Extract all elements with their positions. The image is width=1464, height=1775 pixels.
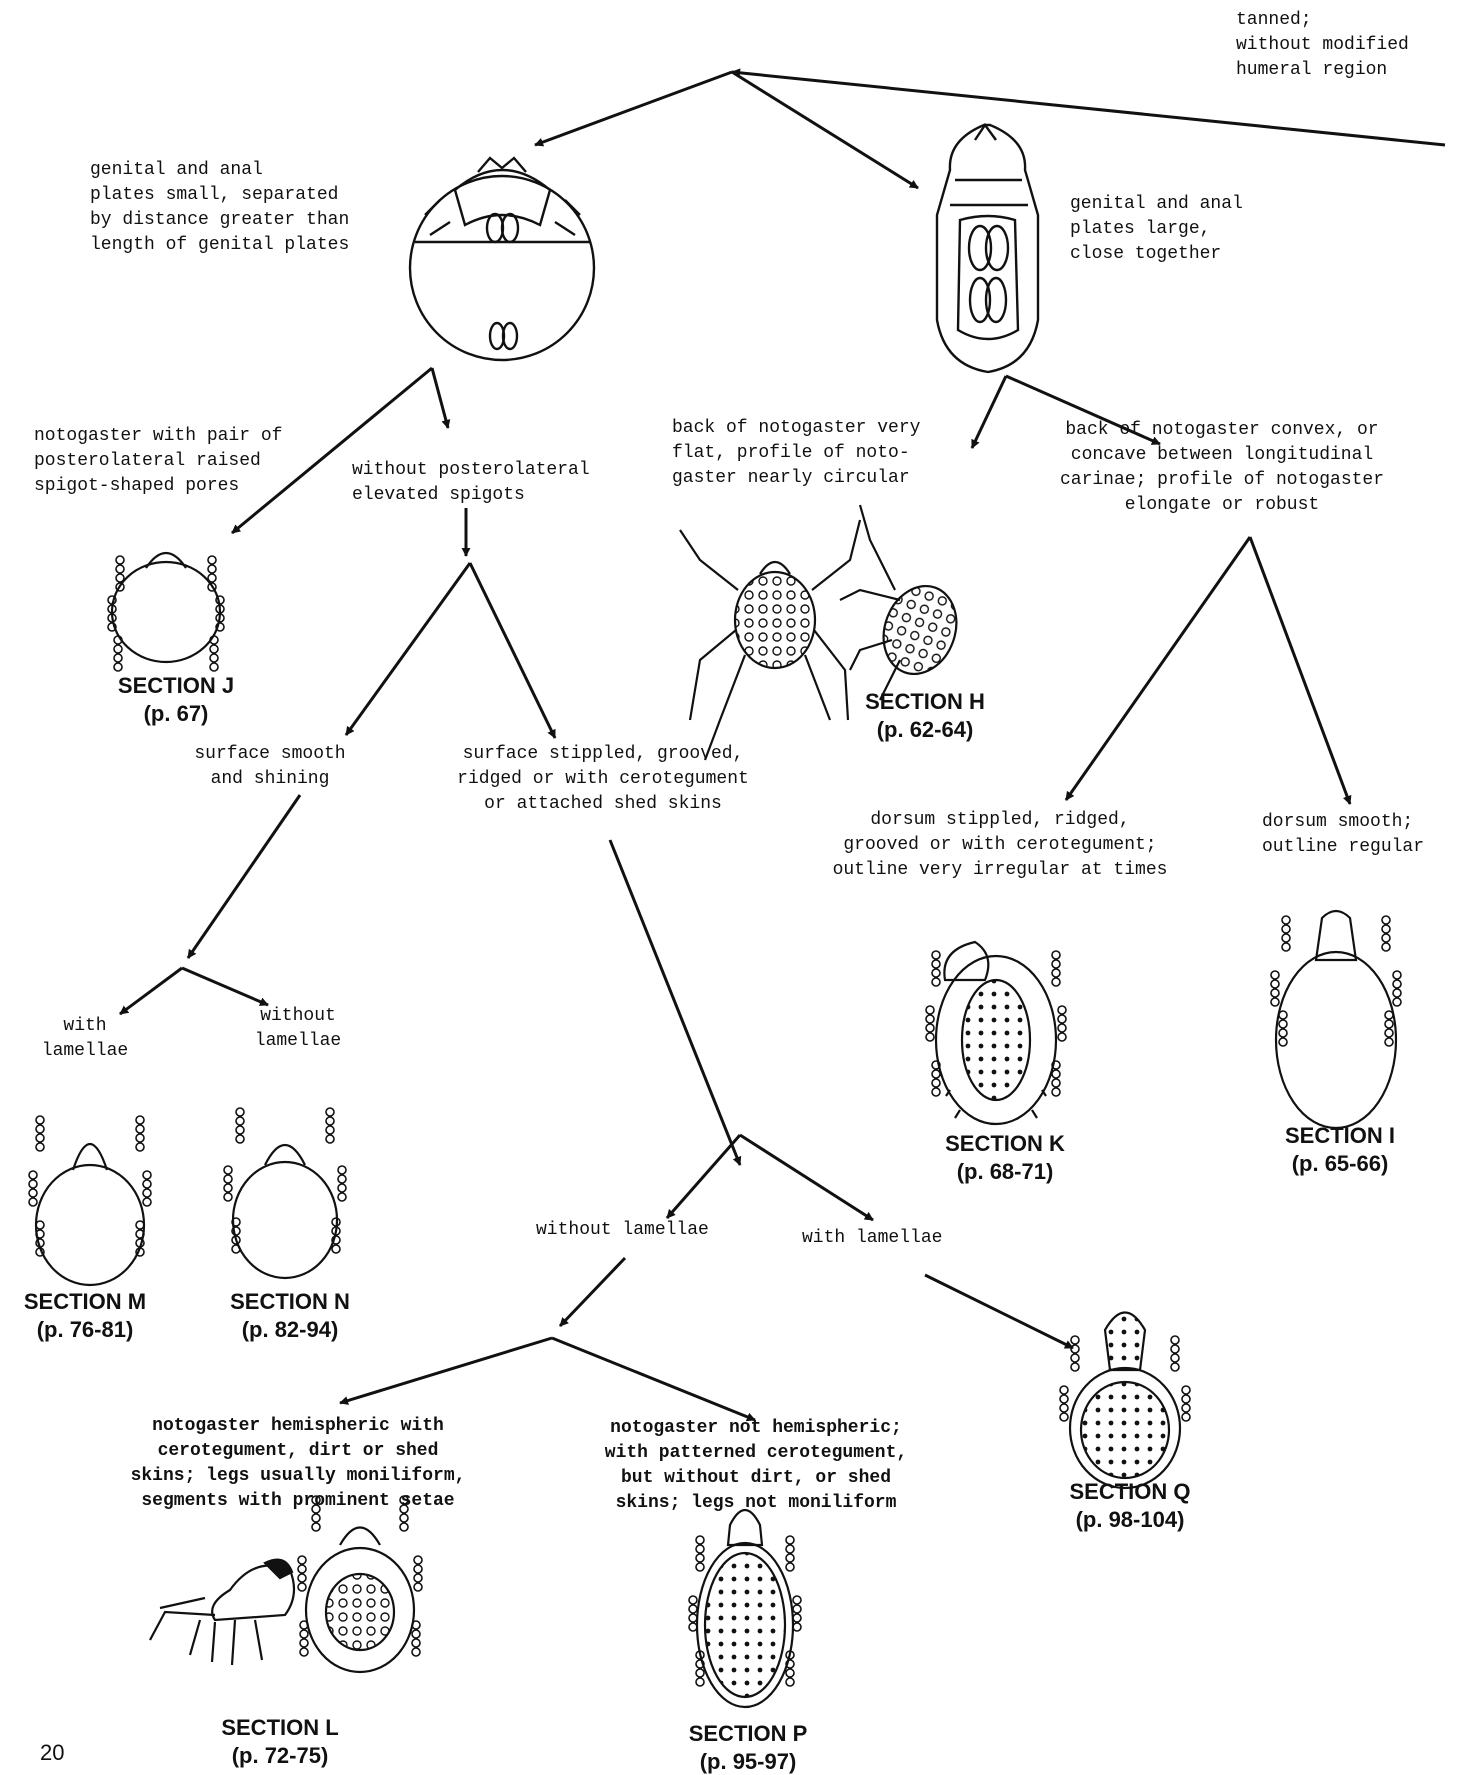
arrow-to-section-q xyxy=(925,1275,1073,1348)
section-n-caption: SECTION N (p. 82-94) xyxy=(200,1288,380,1344)
ventral-elongate-figure xyxy=(937,125,1038,372)
section-i-pages: (p. 65-66) xyxy=(1250,1150,1430,1178)
section-l-caption: SECTION L (p. 72-75) xyxy=(190,1714,370,1770)
label-dorsum-stippled: dorsum stippled, ridged, grooved or with… xyxy=(800,808,1200,883)
section-p-pages: (p. 95-97) xyxy=(658,1748,838,1775)
arrow-stippled-down xyxy=(610,840,740,1165)
arrow-to-dorsum-smooth xyxy=(1250,537,1350,804)
section-l-mite-lateral xyxy=(150,1560,294,1665)
arrow-without-lamellae-down xyxy=(560,1258,625,1326)
section-p-mite xyxy=(689,1510,801,1707)
label-with-lamellae-right: with lamellae xyxy=(802,1226,982,1251)
section-i-mite xyxy=(1271,911,1401,1128)
label-hemispheric: notogaster hemispheric with cerotegument… xyxy=(88,1414,508,1514)
section-k-pages: (p. 68-71) xyxy=(910,1158,1100,1186)
section-q-caption: SECTION Q (p. 98-104) xyxy=(1030,1478,1230,1534)
section-q-name: SECTION Q xyxy=(1030,1478,1230,1506)
section-q-mite xyxy=(1060,1313,1190,1489)
section-n-pages: (p. 82-94) xyxy=(200,1316,380,1344)
arrow-node-a xyxy=(432,368,448,428)
label-without-lamellae-left: without lamellae xyxy=(228,1004,368,1054)
section-k-mite xyxy=(926,942,1066,1124)
label-not-hemispheric: notogaster not hemispheric; with pattern… xyxy=(556,1416,956,1516)
section-i-name: SECTION I xyxy=(1250,1122,1430,1150)
section-m-name: SECTION M xyxy=(0,1288,170,1316)
arrow-without-lamellae-left xyxy=(182,968,268,1005)
arrow-with-lamellae-left xyxy=(120,968,182,1014)
page-number: 20 xyxy=(40,1740,64,1766)
section-m-pages: (p. 76-81) xyxy=(0,1316,170,1344)
section-j-mite xyxy=(108,553,224,671)
section-q-pages: (p. 98-104) xyxy=(1030,1506,1230,1534)
arrow-to-smooth xyxy=(346,563,470,735)
section-l-name: SECTION L xyxy=(190,1714,370,1742)
section-m-caption: SECTION M (p. 76-81) xyxy=(0,1288,170,1344)
label-plates-large: genital and anal plates large, close tog… xyxy=(1070,192,1300,267)
section-k-caption: SECTION K (p. 68-71) xyxy=(910,1130,1100,1186)
label-back-flat: back of notogaster very flat, profile of… xyxy=(672,416,982,491)
arrow-to-hemispheric xyxy=(340,1338,552,1403)
label-with-lamellae-left: with lamellae xyxy=(30,1014,140,1064)
label-back-convex: back of notogaster convex, or concave be… xyxy=(1012,418,1432,518)
arrow-to-with-lamellae-right xyxy=(740,1135,873,1220)
label-without-lamellae-right: without lamellae xyxy=(536,1218,736,1243)
label-plates-small: genital and anal plates small, separated… xyxy=(90,158,420,258)
arrow-to-without-lamellae-right xyxy=(667,1135,740,1218)
ventral-round-figure xyxy=(410,158,594,360)
section-p-name: SECTION P xyxy=(658,1720,838,1748)
label-surface-smooth: surface smooth and shining xyxy=(160,742,380,792)
arrow-smooth-down xyxy=(188,795,300,958)
arrow-to-not-hemispheric xyxy=(552,1338,755,1420)
label-dorsum-smooth: dorsum smooth; outline regular xyxy=(1262,810,1462,860)
arrow-to-dorsum-stippled xyxy=(1066,537,1250,800)
section-l-pages: (p. 72-75) xyxy=(190,1742,370,1770)
section-k-name: SECTION K xyxy=(910,1130,1100,1158)
section-h-caption: SECTION H (p. 62-64) xyxy=(830,688,1020,744)
section-p-caption: SECTION P (p. 95-97) xyxy=(658,1720,838,1775)
section-n-mite xyxy=(224,1108,346,1278)
section-n-name: SECTION N xyxy=(200,1288,380,1316)
section-m-mite xyxy=(29,1116,151,1285)
section-j-caption: SECTION J (p. 67) xyxy=(86,672,266,728)
label-surface-stippled: surface stippled, grooved, ridged or wit… xyxy=(408,742,798,817)
label-spigot-pores: notogaster with pair of posterolateral r… xyxy=(34,424,344,499)
section-j-pages: (p. 67) xyxy=(86,700,266,728)
section-h-mite-lateral xyxy=(840,505,968,700)
section-j-name: SECTION J xyxy=(86,672,266,700)
section-l-mite-dorsal xyxy=(298,1496,422,1672)
arrow-to-small-plates xyxy=(535,72,732,145)
label-tanned: tanned; without modified humeral region xyxy=(1236,8,1446,83)
section-i-caption: SECTION I (p. 65-66) xyxy=(1250,1122,1430,1178)
label-no-spigots: without posterolateral elevated spigots xyxy=(352,458,642,508)
section-h-name: SECTION H xyxy=(830,688,1020,716)
arrow-to-stippled xyxy=(470,563,555,738)
section-h-pages: (p. 62-64) xyxy=(830,716,1020,744)
